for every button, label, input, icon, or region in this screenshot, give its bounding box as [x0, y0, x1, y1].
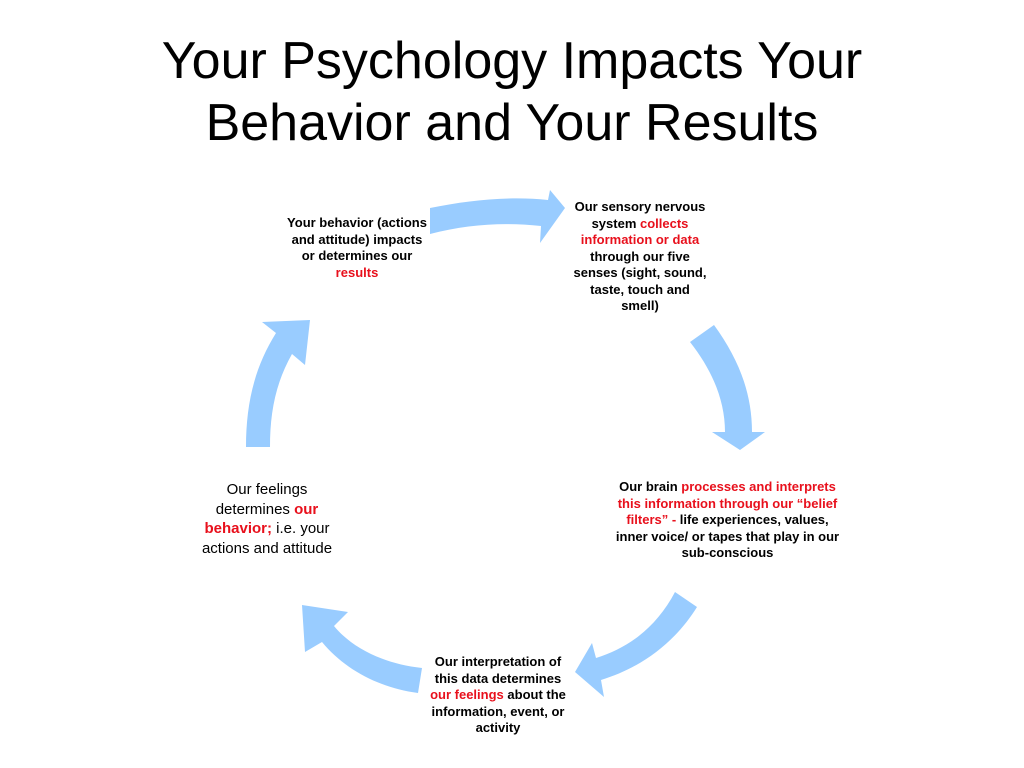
node-feelings: Our feelings determines our behavior; i.…: [201, 481, 333, 557]
highlight-collects-information: collects information or data: [580, 215, 700, 248]
title-line-1: Your Psychology Impacts Your: [161, 32, 863, 90]
arrow-behavior-to-sensory: [430, 190, 565, 243]
arrow-interpretation-to-feelings: [302, 605, 422, 693]
highlight-our-behavior: our behavior;: [204, 500, 319, 538]
title-line-2: Behavior and Your Results: [205, 94, 819, 152]
arrow-sensory-to-brain: [690, 325, 765, 450]
node-brain: Our brain processes and interprets this …: [615, 479, 840, 560]
node-interpretation: Our interpretation of this data determin…: [430, 654, 566, 735]
highlight-results: results: [335, 264, 379, 280]
arrow-feelings-to-behavior: [246, 320, 310, 447]
highlight-our-feelings: our feelings: [430, 687, 504, 702]
highlight-belief-filters: processes and interprets this informatio…: [617, 479, 838, 527]
node-sensory-system: Our sensory nervous system collects info…: [573, 199, 707, 313]
slide-title: Your Psychology Impacts Your Behavior an…: [0, 30, 1024, 154]
node-behavior: Your behavior (actions and attitude) imp…: [287, 215, 427, 280]
arrow-brain-to-interpretation: [575, 592, 697, 697]
